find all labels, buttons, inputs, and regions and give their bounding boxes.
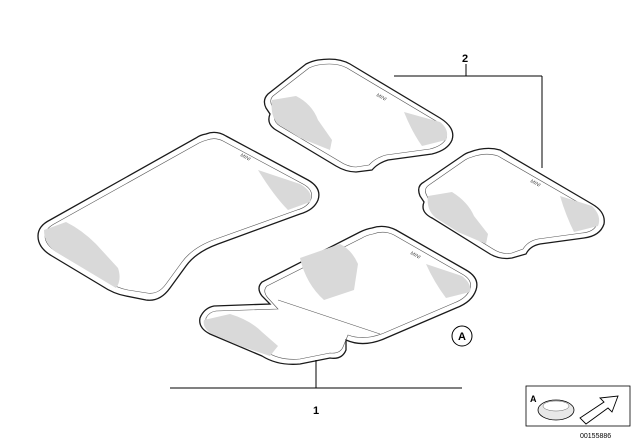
leader-part-1: [170, 360, 462, 389]
callout-part-1: 1: [313, 405, 319, 417]
arrow-icon: [579, 395, 619, 425]
legend-box: [525, 385, 631, 427]
rear-mat-upper: MINI: [263, 58, 454, 173]
callout-part-2: 2: [462, 53, 468, 65]
leader-part-2: [394, 64, 543, 168]
front-mat-left: MINI: [37, 131, 320, 301]
mat-logo-label: MINI: [239, 152, 252, 163]
rear-mat-right: MINI: [418, 147, 605, 260]
mat-logo-label: MINI: [529, 178, 542, 189]
front-mat-right: MINI: [199, 225, 478, 365]
detail-ref-marker: [451, 325, 473, 347]
mat-logo-label: MINI: [375, 92, 388, 103]
diagram-id: 00155886: [580, 433, 611, 440]
detail-ref-label: A: [458, 331, 466, 343]
legend-ref-label: A: [530, 394, 537, 404]
mat-logo-label: MINI: [409, 250, 422, 261]
